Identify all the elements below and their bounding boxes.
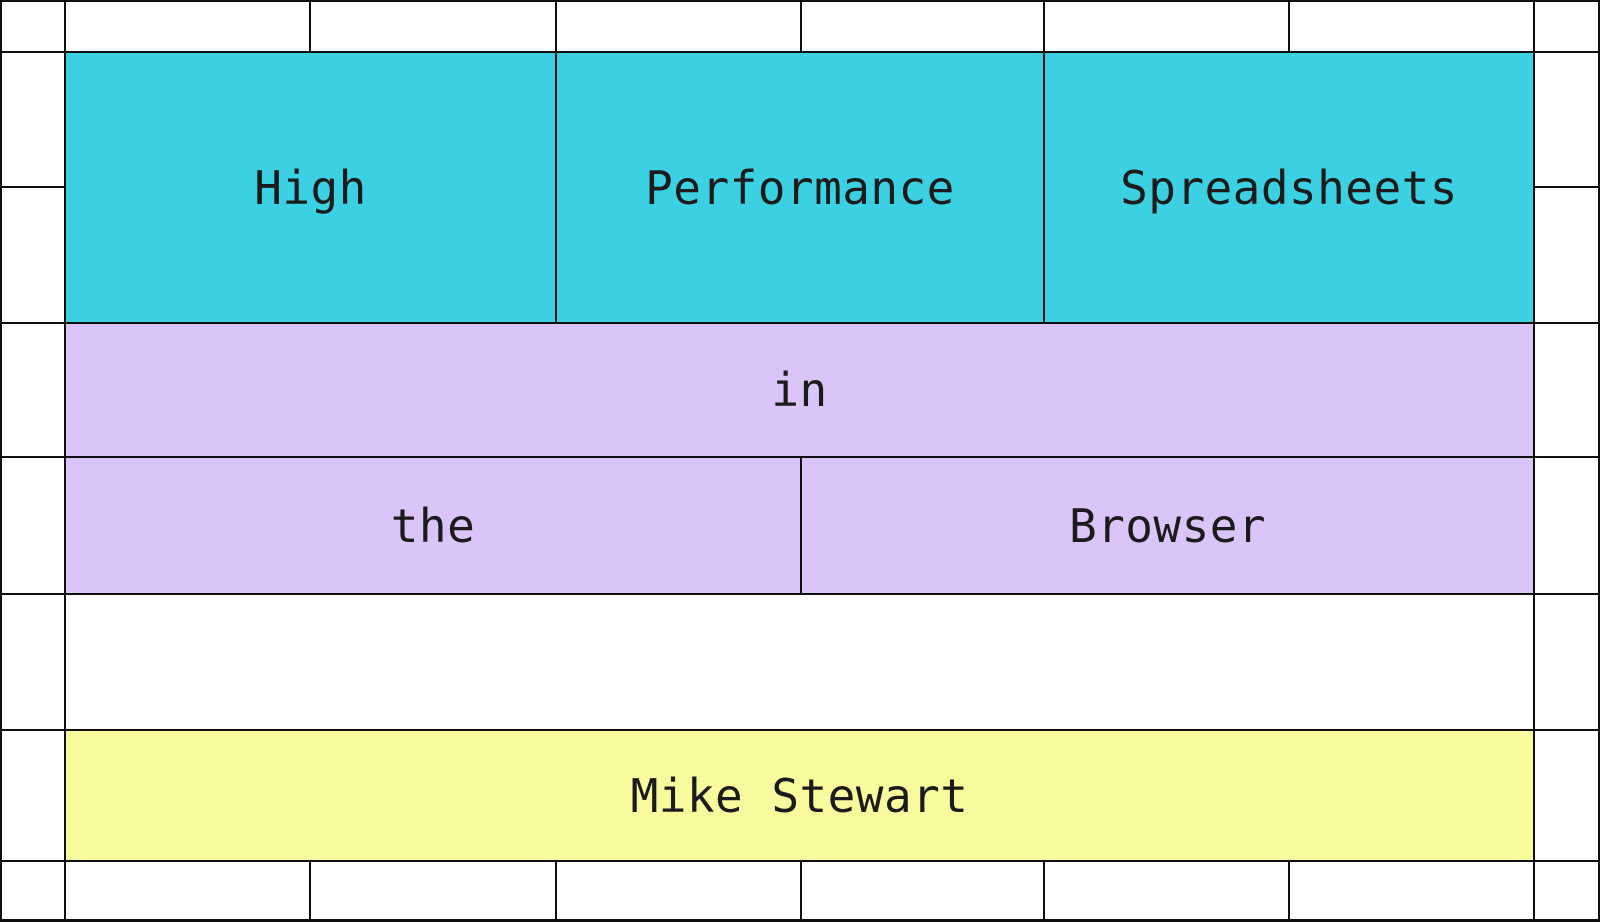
cell-in[interactable]: in xyxy=(66,324,1535,458)
grid-cell[interactable] xyxy=(66,2,311,53)
grid-cell[interactable] xyxy=(1535,324,1598,458)
cell-high[interactable]: High xyxy=(66,53,557,324)
grid-cell[interactable] xyxy=(1535,458,1598,595)
grid-cell[interactable] xyxy=(2,862,66,919)
grid-cell[interactable] xyxy=(2,324,66,458)
grid-cell[interactable] xyxy=(557,2,802,53)
cell-spreadsheets[interactable]: Spreadsheets xyxy=(1045,53,1535,324)
grid-cell[interactable] xyxy=(1535,2,1598,53)
cell-the[interactable]: the xyxy=(66,458,802,595)
cell-empty-band[interactable] xyxy=(66,595,1535,731)
grid-cell[interactable] xyxy=(311,862,557,919)
grid-cell[interactable] xyxy=(1045,2,1290,53)
grid-cell[interactable] xyxy=(1535,862,1598,919)
cell-performance[interactable]: Performance xyxy=(557,53,1045,324)
grid-cell[interactable] xyxy=(1535,188,1598,324)
grid-cell[interactable] xyxy=(1290,862,1535,919)
grid-cell[interactable] xyxy=(1535,53,1598,188)
grid-cell[interactable] xyxy=(1290,2,1535,53)
grid-cell[interactable] xyxy=(2,2,66,53)
grid-cell[interactable] xyxy=(1535,731,1598,862)
grid-cell[interactable] xyxy=(2,53,66,188)
cell-browser[interactable]: Browser xyxy=(802,458,1535,595)
grid-cell[interactable] xyxy=(66,862,311,919)
grid-cell[interactable] xyxy=(2,595,66,731)
grid-cell[interactable] xyxy=(2,731,66,862)
grid-cell[interactable] xyxy=(1535,595,1598,731)
grid-cell[interactable] xyxy=(557,862,802,919)
grid-cell[interactable] xyxy=(802,862,1045,919)
cell-author[interactable]: Mike Stewart xyxy=(66,731,1535,862)
grid-cell[interactable] xyxy=(2,188,66,324)
grid-cell[interactable] xyxy=(1045,862,1290,919)
grid-cell[interactable] xyxy=(802,2,1045,53)
grid-cell[interactable] xyxy=(311,2,557,53)
grid-cell[interactable] xyxy=(2,458,66,595)
